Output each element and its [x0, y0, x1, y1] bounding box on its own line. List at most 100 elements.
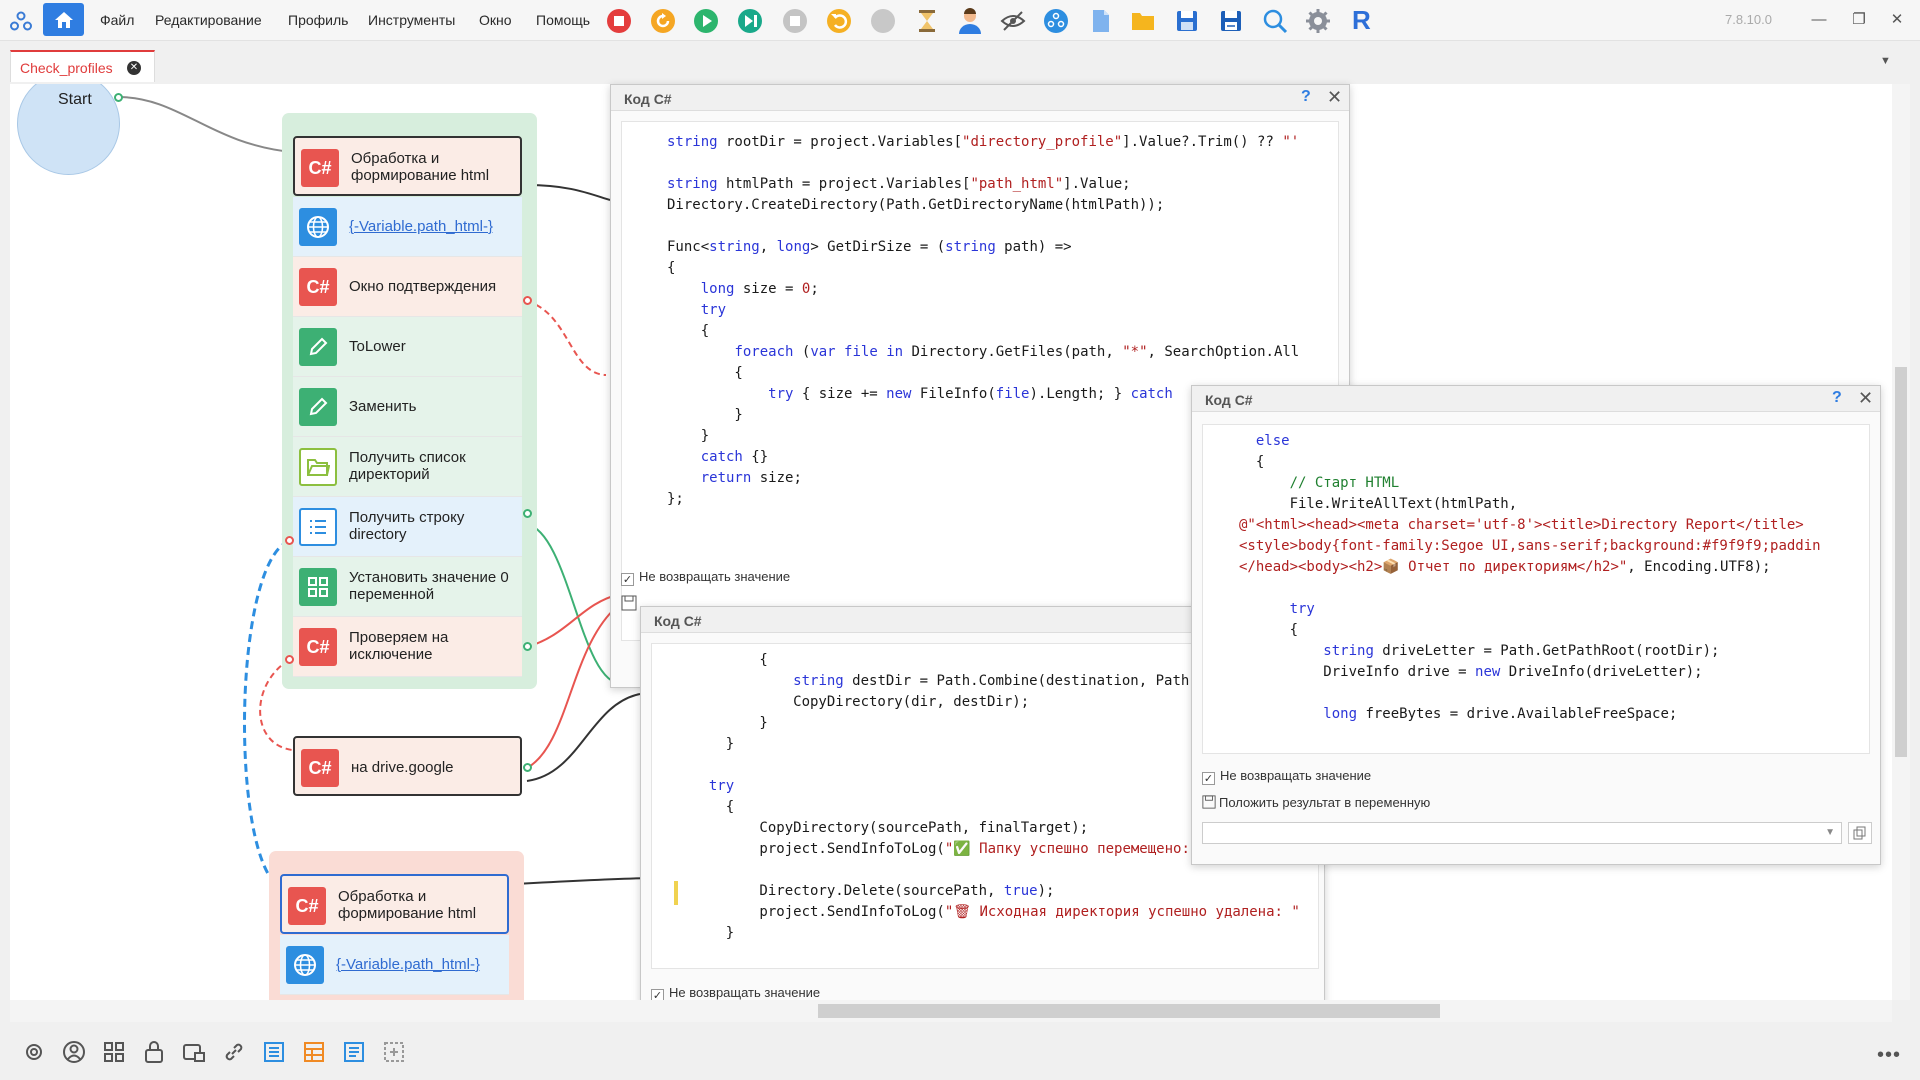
code-line: string driveLetter = Path.GetPathRoot(ro…: [1323, 643, 1720, 659]
restore-button[interactable]: ❐: [1852, 11, 1866, 28]
folder-icon[interactable]: [1130, 8, 1156, 34]
close-icon[interactable]: ✕: [1858, 388, 1874, 408]
step-icon[interactable]: [737, 8, 763, 34]
no-return-checkbox-row[interactable]: ✓Не возвращать значение: [1202, 768, 1371, 785]
no-return-checkbox-row[interactable]: ✓Не возвращать значение: [651, 985, 820, 1002]
help-icon[interactable]: ?: [1301, 88, 1311, 105]
node-set-variable[interactable]: Установить значение 0 переменной: [293, 557, 522, 617]
node-label: Обработка и формирование html: [338, 888, 477, 922]
connection-links: [117, 96, 651, 892]
add-box-icon[interactable]: [382, 1040, 406, 1064]
menu-file[interactable]: Файл: [100, 12, 135, 28]
node-get-line[interactable]: Получить строку directory: [293, 497, 522, 557]
code-line: Func<string, long> GetDirSize = (string …: [667, 239, 1072, 255]
copy-button[interactable]: [1848, 822, 1872, 844]
node-label: Обработка и формирование html: [351, 150, 490, 184]
node-process-html-2[interactable]: C# Обработка и формирование html: [280, 874, 509, 934]
checkbox-checked-icon[interactable]: ✓: [1202, 772, 1215, 785]
image-lock-icon[interactable]: [182, 1040, 206, 1064]
save-as-icon[interactable]: [1218, 8, 1244, 34]
output-port[interactable]: [523, 763, 532, 772]
save-icon[interactable]: [1174, 8, 1200, 34]
vertical-scroll-thumb[interactable]: [1895, 367, 1907, 757]
node-check-exception[interactable]: C# Проверяем на исключение: [293, 617, 522, 677]
lock-icon[interactable]: [142, 1040, 166, 1064]
input-port[interactable]: [285, 536, 294, 545]
save-result-icon[interactable]: [621, 595, 637, 611]
grid-icon[interactable]: [102, 1040, 126, 1064]
stop-icon[interactable]: [606, 8, 632, 34]
code-line: [667, 216, 1338, 237]
code-editor-3[interactable]: else { // Старт HTML File.WriteAllText(h…: [1202, 424, 1870, 754]
csharp-icon: C#: [299, 268, 337, 306]
r-logo-icon[interactable]: R: [1352, 5, 1371, 35]
node-label[interactable]: {-Variable.path_html-}: [336, 956, 480, 973]
output-port[interactable]: [523, 509, 532, 518]
help-icon[interactable]: ?: [1832, 389, 1842, 406]
checkbox-checked-icon[interactable]: ✓: [621, 573, 634, 586]
checkbox-checked-icon[interactable]: ✓: [651, 989, 664, 1002]
node-open-html[interactable]: {-Variable.path_html-}: [293, 197, 522, 257]
tab-list-dropdown-icon[interactable]: ▼: [1880, 55, 1891, 67]
horizontal-scroll-thumb[interactable]: [818, 1004, 1440, 1018]
node-open-html-2[interactable]: {-Variable.path_html-}: [280, 935, 509, 995]
code-line: }: [667, 428, 710, 444]
link-icon[interactable]: [222, 1040, 246, 1064]
no-return-checkbox-row[interactable]: ✓Не возвращать значение: [621, 569, 790, 586]
settings-icon[interactable]: [22, 1040, 46, 1064]
more-options-icon[interactable]: •••: [1877, 1044, 1902, 1066]
node-confirm-window[interactable]: C# Окно подтверждения: [293, 257, 522, 317]
node-label[interactable]: {-Variable.path_html-}: [349, 218, 493, 235]
close-window-button[interactable]: ✕: [1890, 11, 1904, 28]
hourglass-icon[interactable]: [914, 8, 940, 34]
node-process-html[interactable]: C# Обработка и формирование html: [293, 136, 522, 196]
menu-profile[interactable]: Профиль: [288, 12, 349, 28]
menu-tools[interactable]: Инструменты: [368, 12, 456, 28]
network-icon[interactable]: [1043, 8, 1069, 34]
code-line: }: [692, 715, 768, 731]
code-line: try: [708, 778, 735, 794]
refresh-icon[interactable]: [650, 8, 676, 34]
menu-help[interactable]: Помощь: [536, 12, 591, 28]
list-alt-icon[interactable]: [342, 1040, 366, 1064]
start-output-port[interactable]: [114, 93, 123, 102]
home-button[interactable]: [43, 3, 84, 36]
record-icon[interactable]: [870, 8, 896, 34]
tab-check-profiles[interactable]: Check_profiles ✕: [10, 50, 155, 82]
minimize-button[interactable]: —: [1811, 11, 1827, 28]
menu-window[interactable]: Окно: [479, 12, 512, 28]
dialog-title-bar[interactable]: Код C# ? ✕: [1192, 386, 1880, 412]
horizontal-scrollbar[interactable]: [10, 1000, 1892, 1022]
save-result-row[interactable]: Положить результат в переменную: [1202, 795, 1430, 810]
menu-edit[interactable]: Редактирование: [155, 12, 262, 28]
start-node[interactable]: Start: [17, 84, 120, 175]
settings-icon[interactable]: [1305, 8, 1331, 34]
code-dialog-3[interactable]: Код C# ? ✕ else { // Старт HTML File.Wri…: [1191, 385, 1881, 865]
list-icon[interactable]: [262, 1040, 286, 1064]
play-icon[interactable]: [693, 8, 719, 34]
result-variable-select[interactable]: ▼: [1202, 822, 1842, 844]
user-circle-icon[interactable]: [62, 1040, 86, 1064]
node-get-directories[interactable]: Получить список директорий: [293, 437, 522, 497]
eye-off-icon[interactable]: [1000, 8, 1026, 34]
table-icon[interactable]: [302, 1040, 326, 1064]
dialog-title-bar[interactable]: Код C# ? ✕: [611, 85, 1349, 111]
code-line: Directory.CreateDirectory(Path.GetDirect…: [667, 197, 1165, 213]
tab-close-icon[interactable]: ✕: [127, 61, 141, 75]
search-icon[interactable]: [1262, 8, 1288, 34]
undo-icon[interactable]: [826, 8, 852, 34]
code-line: try: [700, 302, 727, 318]
code-line: }: [692, 925, 735, 941]
code-line: DriveInfo drive = new DriveInfo(driveLet…: [1239, 664, 1703, 680]
node-tolower[interactable]: ToLower: [293, 317, 522, 377]
input-port[interactable]: [285, 655, 294, 664]
pause-icon[interactable]: [782, 8, 808, 34]
node-drive-google[interactable]: C# на drive.google: [293, 736, 522, 796]
file-icon[interactable]: [1088, 8, 1114, 34]
close-icon[interactable]: ✕: [1327, 87, 1343, 107]
output-port[interactable]: [523, 296, 532, 305]
vertical-scrollbar[interactable]: [1892, 84, 1910, 1000]
node-replace[interactable]: Заменить: [293, 377, 522, 437]
user-icon[interactable]: [957, 8, 983, 34]
output-port[interactable]: [523, 642, 532, 651]
